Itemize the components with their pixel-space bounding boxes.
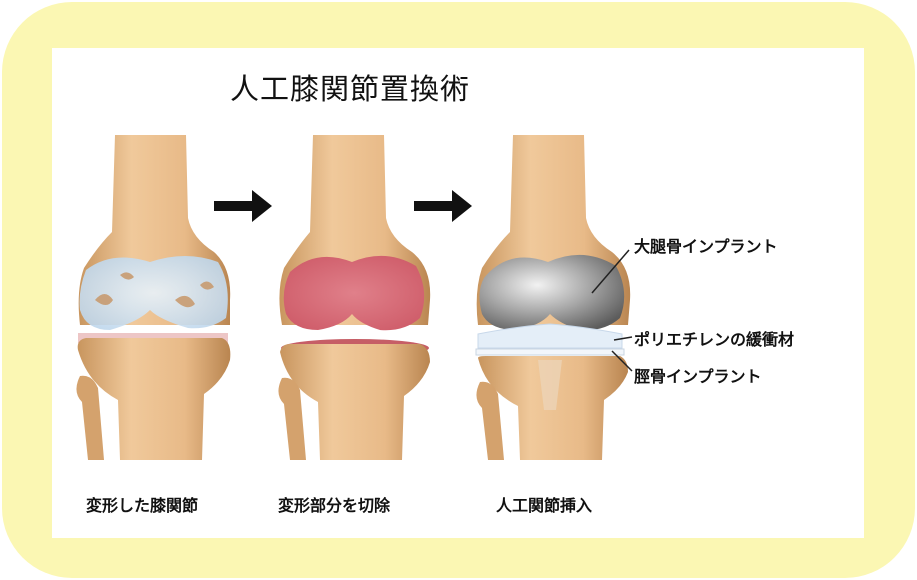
caption-implant-inserted: 人工関節挿入 xyxy=(496,492,592,516)
label-tibial-implant: 脛骨インプラント xyxy=(634,363,762,387)
diagram-title: 人工膝関節置換術 xyxy=(230,66,470,108)
tibial-tray xyxy=(476,349,624,355)
stage-deformed-knee xyxy=(76,135,230,460)
caption-resection: 変形部分を切除 xyxy=(278,492,390,516)
label-femoral-implant: 大腿骨インプラント xyxy=(634,233,778,257)
arrow-right-icon xyxy=(214,190,272,222)
label-polyethylene-insert: ポリエチレンの緩衝材 xyxy=(634,326,794,350)
stage-resected-knee xyxy=(278,135,430,460)
fibula xyxy=(76,376,104,460)
stage-implanted-knee xyxy=(476,135,630,460)
arrow-right-icon xyxy=(414,190,472,222)
caption-deformed-knee: 変形した膝関節 xyxy=(86,492,198,516)
